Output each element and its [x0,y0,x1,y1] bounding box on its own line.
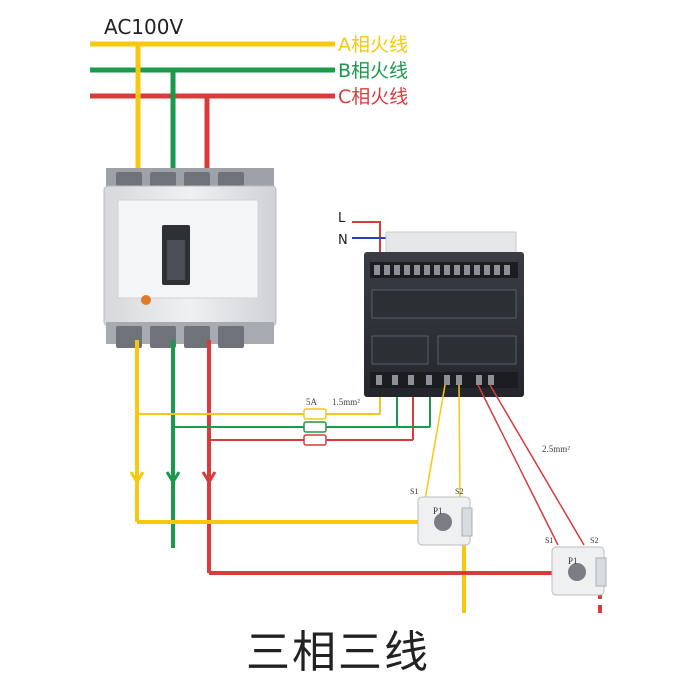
diagram-caption: 三相三线 [246,627,430,678]
current-transformer-1 [417,496,473,546]
phase-a-label: A相火线 [338,34,408,56]
ct1-wires [424,384,461,501]
circuit-breaker [103,168,277,348]
ct1-p1-label: P1 [433,506,443,516]
source-label: AC100V [104,15,183,39]
fuse-label: 5A [306,397,318,407]
fuse-a [303,408,327,420]
power-meter [364,231,524,397]
terminal-l-label: L [338,211,346,226]
ct1-s2-label: S2 [455,487,463,496]
arrow-a [129,471,145,485]
phase-b-label: B相火线 [338,60,408,82]
ct2-p1-label: P1 [568,556,578,566]
fuse-c [303,434,327,446]
fuse-b [303,421,327,433]
current-transformer-2 [551,546,607,596]
wire-thick-label: 2.5mm² [542,444,570,454]
arrow-b [165,471,181,485]
phase-c-label: C相火线 [338,86,408,108]
ct2-s2-label: S2 [590,536,598,545]
ct2-s1-label: S1 [545,536,553,545]
ct1-s1-label: S1 [410,487,418,496]
ct2-wires [477,384,585,546]
wire-thin-label: 1.5mm² [332,397,360,407]
terminal-n-label: N [338,233,348,248]
arrow-c [201,471,217,485]
